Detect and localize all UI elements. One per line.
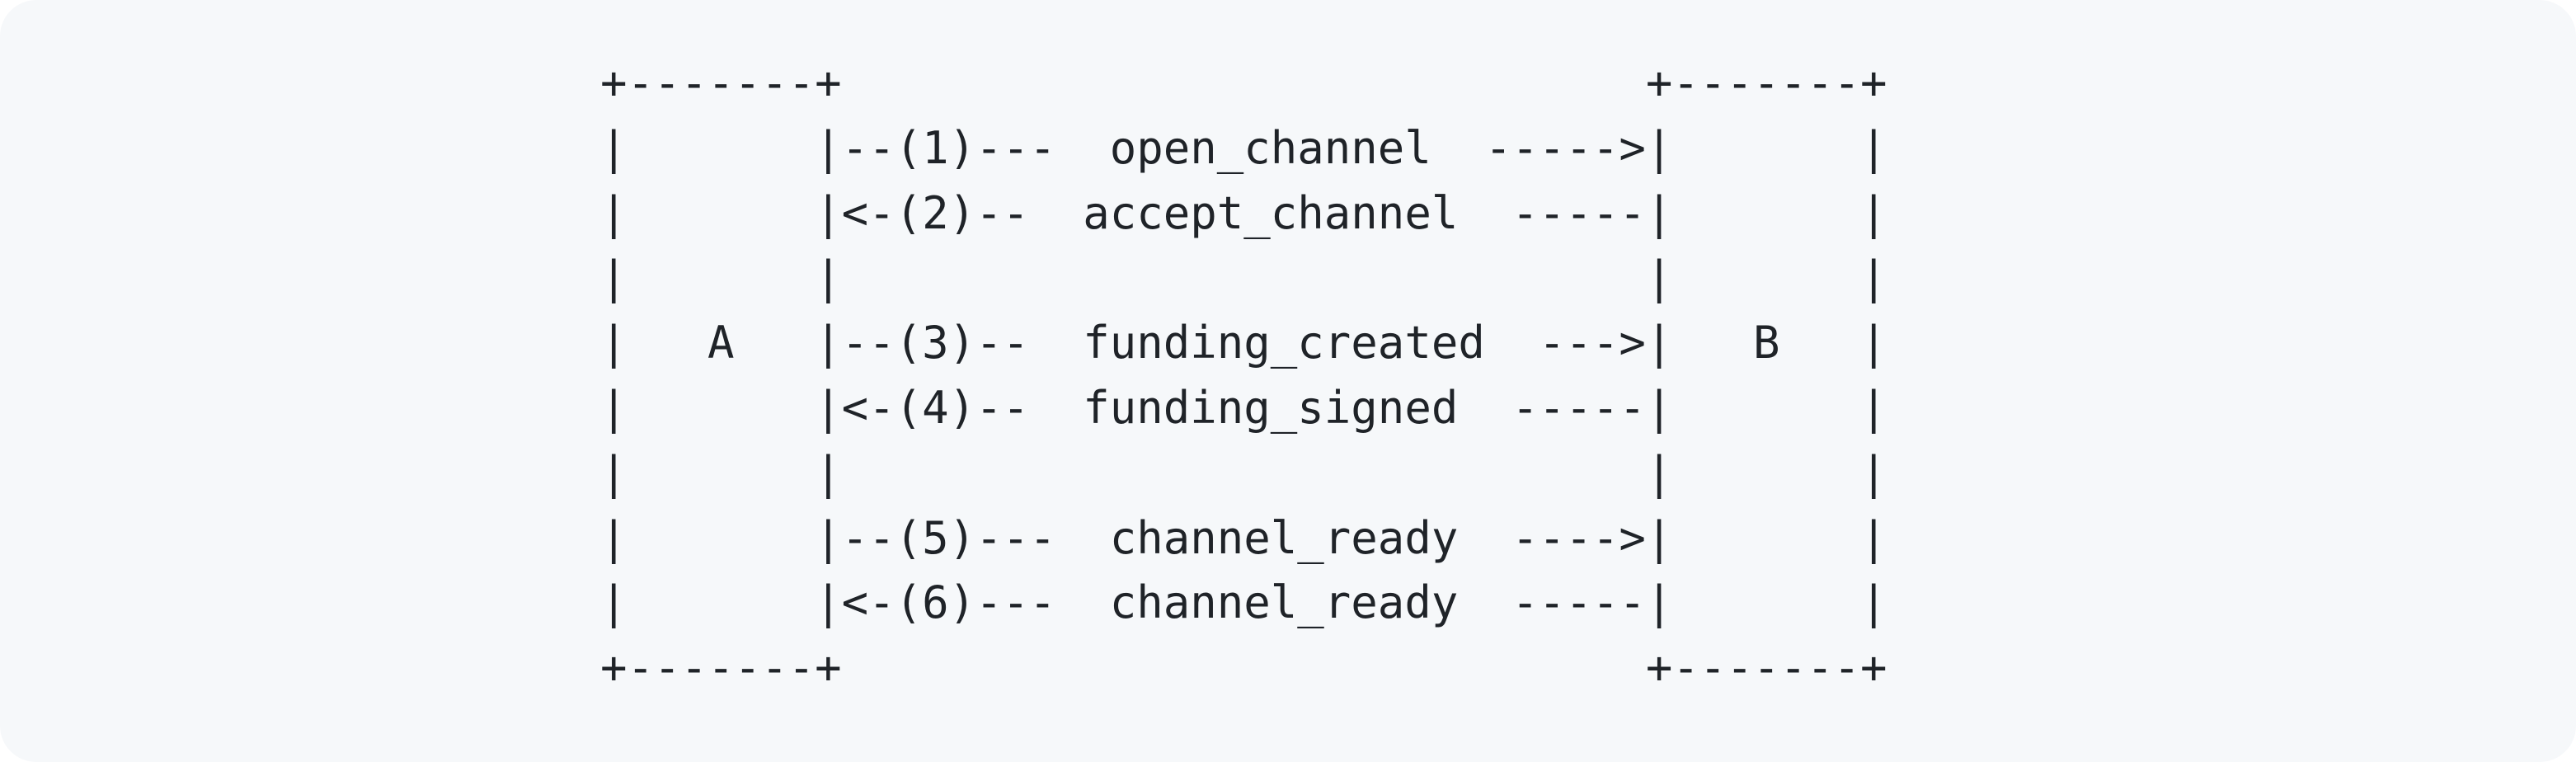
ascii-sequence-diagram: +-------+ +-------+ | |--(1)--- open_chan… <box>600 51 1887 701</box>
message-3-funding-created: | A |--(3)-- funding_created --->| B | <box>600 317 1887 369</box>
message-6-channel-ready: | |<-(6)--- channel_ready -----| | <box>600 576 1887 629</box>
diagram-spacer-line: | | | | <box>600 252 1887 304</box>
diagram-top-border: +-------+ +-------+ <box>600 57 1887 109</box>
diagram-bottom-border: +-------+ +-------+ <box>600 642 1887 694</box>
message-5-channel-ready: | |--(5)--- channel_ready ---->| | <box>600 511 1887 564</box>
message-4-funding-signed: | |<-(4)-- funding_signed -----| | <box>600 381 1887 434</box>
message-2-accept-channel: | |<-(2)-- accept_channel -----| | <box>600 186 1887 239</box>
diagram-spacer-line: | | | | <box>600 446 1887 499</box>
message-1-open-channel: | |--(1)--- open_channel ----->| | <box>600 121 1887 174</box>
